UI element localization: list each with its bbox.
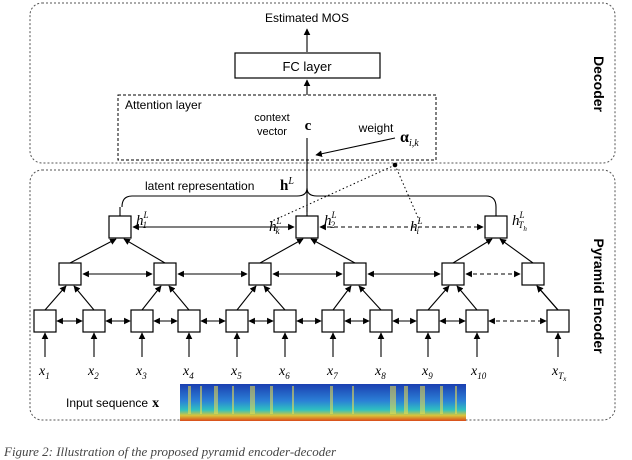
top-layer-cell — [108, 215, 132, 239]
bottom-layer-cell — [416, 309, 440, 333]
input-token-label: x5 — [230, 364, 242, 381]
attention-dotted-line-hi — [394, 164, 421, 223]
spectrogram-stripe — [440, 386, 443, 414]
middle-layer-cell — [58, 262, 82, 286]
middle-to-top-arrow — [452, 238, 493, 264]
middle-layer-cell — [153, 262, 177, 286]
input-token-label: x10 — [470, 364, 487, 381]
spectrogram-stripe — [200, 386, 202, 414]
spectrogram-stripe — [270, 386, 273, 414]
bottom-to-middle-arrow — [236, 285, 257, 311]
spectrogram-stripe — [455, 386, 457, 414]
input-token-label: x2 — [87, 364, 99, 381]
figure-caption: Figure 2: Illustration of the proposed p… — [3, 444, 337, 459]
context-label-line1: context — [254, 112, 289, 124]
spectrogram-stripe — [420, 386, 425, 414]
bottom-layer-cell — [33, 309, 57, 333]
spectrogram-stripe — [250, 386, 255, 414]
middle-layer-cell — [521, 262, 545, 286]
attention-dotted-line-hk — [269, 164, 396, 223]
weight-label: weight — [358, 121, 394, 135]
bottom-layer-cell — [273, 309, 297, 333]
bottom-to-middle-arrow — [427, 285, 450, 311]
middle-layer-cell — [343, 262, 367, 286]
bottom-layer-cell — [130, 309, 154, 333]
bottom-layer-cell — [465, 309, 489, 333]
decoder-section-label: Decoder — [591, 56, 607, 113]
input-token-label: x4 — [182, 364, 194, 381]
middle-to-top-arrow — [259, 238, 304, 264]
input-token-label: x8 — [374, 364, 386, 381]
input-token-label: x6 — [278, 364, 290, 381]
spectrogram-stripe — [390, 386, 396, 414]
middle-to-top-arrow — [499, 238, 534, 264]
weight-symbol: αi,k — [400, 129, 419, 149]
input-token-label: x3 — [135, 364, 147, 381]
bottom-layer-cell — [82, 309, 106, 333]
spectrogram-stripe — [214, 386, 218, 414]
context-label-line2: vector — [257, 126, 287, 138]
attention-layer-box — [117, 94, 437, 161]
bottom-to-middle-arrow — [358, 285, 382, 311]
middle-to-top-arrow — [123, 238, 166, 264]
input-token-label: xTx — [551, 364, 567, 383]
bottom-layer-cell — [321, 309, 345, 333]
bottom-layer-cell — [177, 309, 201, 333]
decoder-frame — [29, 2, 616, 164]
fc-layer-box — [234, 52, 381, 79]
attention-layer-label: Attention layer — [125, 98, 202, 112]
bottom-to-middle-arrow — [141, 285, 162, 311]
spectrogram-stripe — [404, 386, 408, 414]
spectrogram-stripe — [330, 386, 333, 414]
top-layer-cell — [295, 215, 319, 239]
middle-layer-cell — [248, 262, 272, 286]
attention-dot — [392, 162, 398, 168]
encoder-frame — [29, 169, 616, 421]
context-symbol: c — [305, 118, 312, 134]
bottom-to-middle-arrow — [263, 285, 286, 311]
input-token-label: x1 — [38, 364, 50, 381]
spectrogram-stripe — [352, 386, 354, 414]
spectrogram-stripe — [292, 386, 294, 414]
output-label: Estimated MOS — [265, 11, 349, 25]
top-layer-cell — [484, 215, 508, 239]
input-token-label: x9 — [421, 364, 433, 381]
middle-layer-cell — [441, 262, 465, 286]
spectrogram-stripe — [188, 386, 191, 414]
bottom-to-middle-arrow — [168, 285, 190, 311]
latent-bracket — [121, 187, 497, 208]
bottom-layer-cell — [225, 309, 249, 333]
encoder-section-label: Pyramid Encoder — [591, 238, 607, 354]
middle-to-top-arrow — [310, 238, 356, 264]
spectrogram-stripe — [232, 386, 234, 414]
latent-symbol: hL — [280, 176, 294, 194]
bottom-layer-cell — [546, 309, 570, 333]
bottom-to-middle-arrow — [44, 285, 67, 311]
fc-layer-label: FC layer — [282, 59, 332, 74]
latent-label: latent representation — [145, 179, 254, 193]
input-token-label: x7 — [326, 364, 338, 381]
weight-arrow — [315, 137, 396, 157]
middle-to-top-arrow — [69, 238, 117, 264]
bottom-layer-cell — [369, 309, 393, 333]
bottom-to-middle-arrow — [536, 285, 559, 311]
bottom-to-middle-arrow — [332, 285, 352, 311]
bottom-to-middle-arrow — [73, 285, 95, 311]
bottom-to-middle-arrow — [456, 285, 478, 311]
spectrogram-image — [180, 384, 466, 421]
